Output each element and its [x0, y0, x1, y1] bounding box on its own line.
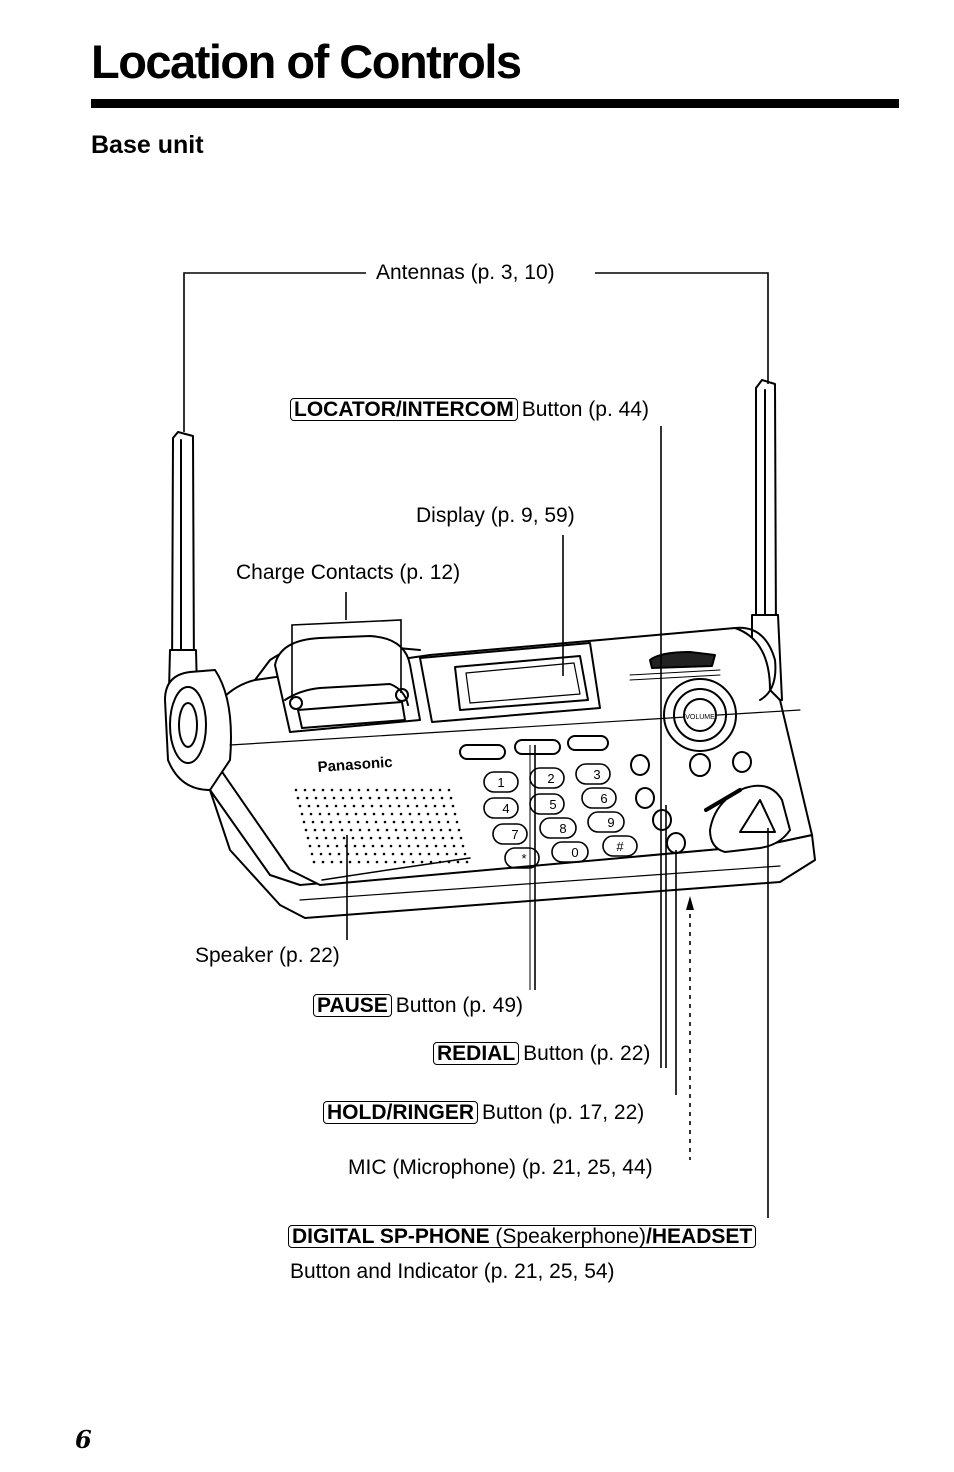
label-antennas: Antennas (p. 3, 10)	[376, 261, 555, 284]
title-rule	[91, 99, 899, 108]
key-1: 1	[497, 775, 504, 790]
brand-logo: Panasonic	[317, 754, 393, 776]
pause-key: PAUSE	[313, 994, 392, 1017]
key-9: 9	[607, 815, 614, 830]
key-hash: #	[616, 839, 624, 854]
label-locator-text: Button (p. 44)	[521, 398, 649, 421]
charge-cradle	[274, 635, 421, 733]
label-speaker: Speaker (p. 22)	[195, 944, 340, 967]
keypad-digits: 1 2 3 4 5 6 7 8 9 * 0 #	[497, 767, 624, 866]
key-6: 6	[600, 791, 607, 806]
key-8: 8	[559, 821, 566, 836]
section-subtitle: Base unit	[91, 131, 204, 159]
label-charge: Charge Contacts (p. 12)	[236, 561, 461, 584]
label-digital: DIGITAL SP-PHONE (Speakerphone)/HEADSET	[288, 1224, 757, 1250]
label-hold-text: Button (p. 17, 22)	[482, 1101, 645, 1124]
key-4: 4	[502, 801, 509, 816]
navigator-dial: VOLUME	[663, 678, 737, 752]
leader-antennas-left	[183, 272, 366, 432]
key-2: 2	[547, 771, 554, 786]
hold-ringer-key: HOLD/RINGER	[323, 1101, 478, 1124]
locator-intercom-key: LOCATOR/INTERCOM	[290, 398, 518, 421]
page-number: 6	[75, 1425, 92, 1454]
label-display: Display (p. 9, 59)	[416, 504, 575, 527]
display-panel	[419, 642, 601, 723]
mic-arrow	[686, 896, 694, 910]
leader-lines	[183, 272, 769, 1218]
key-0: 0	[571, 845, 578, 860]
leader-charge-bracket	[291, 619, 402, 700]
label-pause-text: Button (p. 49)	[395, 994, 524, 1017]
keypad	[483, 763, 638, 869]
key-7: 7	[511, 827, 518, 842]
page-title: Location of Controls	[91, 35, 522, 88]
label-digital-line2: Button and Indicator (p. 21, 25, 54)	[290, 1260, 615, 1283]
label-mic: MIC (Microphone) (p. 21, 25, 44)	[348, 1156, 653, 1179]
redial-key: REDIAL	[433, 1042, 520, 1065]
svg-text:VOLUME: VOLUME	[685, 714, 715, 721]
key-3: 3	[593, 767, 600, 782]
speaker-grille	[294, 788, 469, 864]
speakerphone-button	[704, 784, 791, 853]
label-redial-text: Button (p. 22)	[523, 1042, 651, 1065]
leader-antennas-right	[595, 272, 769, 384]
digital-sp-phone-key: DIGITAL SP-PHONE (Speakerphone)/HEADSET	[288, 1225, 757, 1248]
key-star: *	[521, 851, 526, 866]
key-5: 5	[549, 797, 556, 812]
logo-area	[629, 651, 721, 681]
